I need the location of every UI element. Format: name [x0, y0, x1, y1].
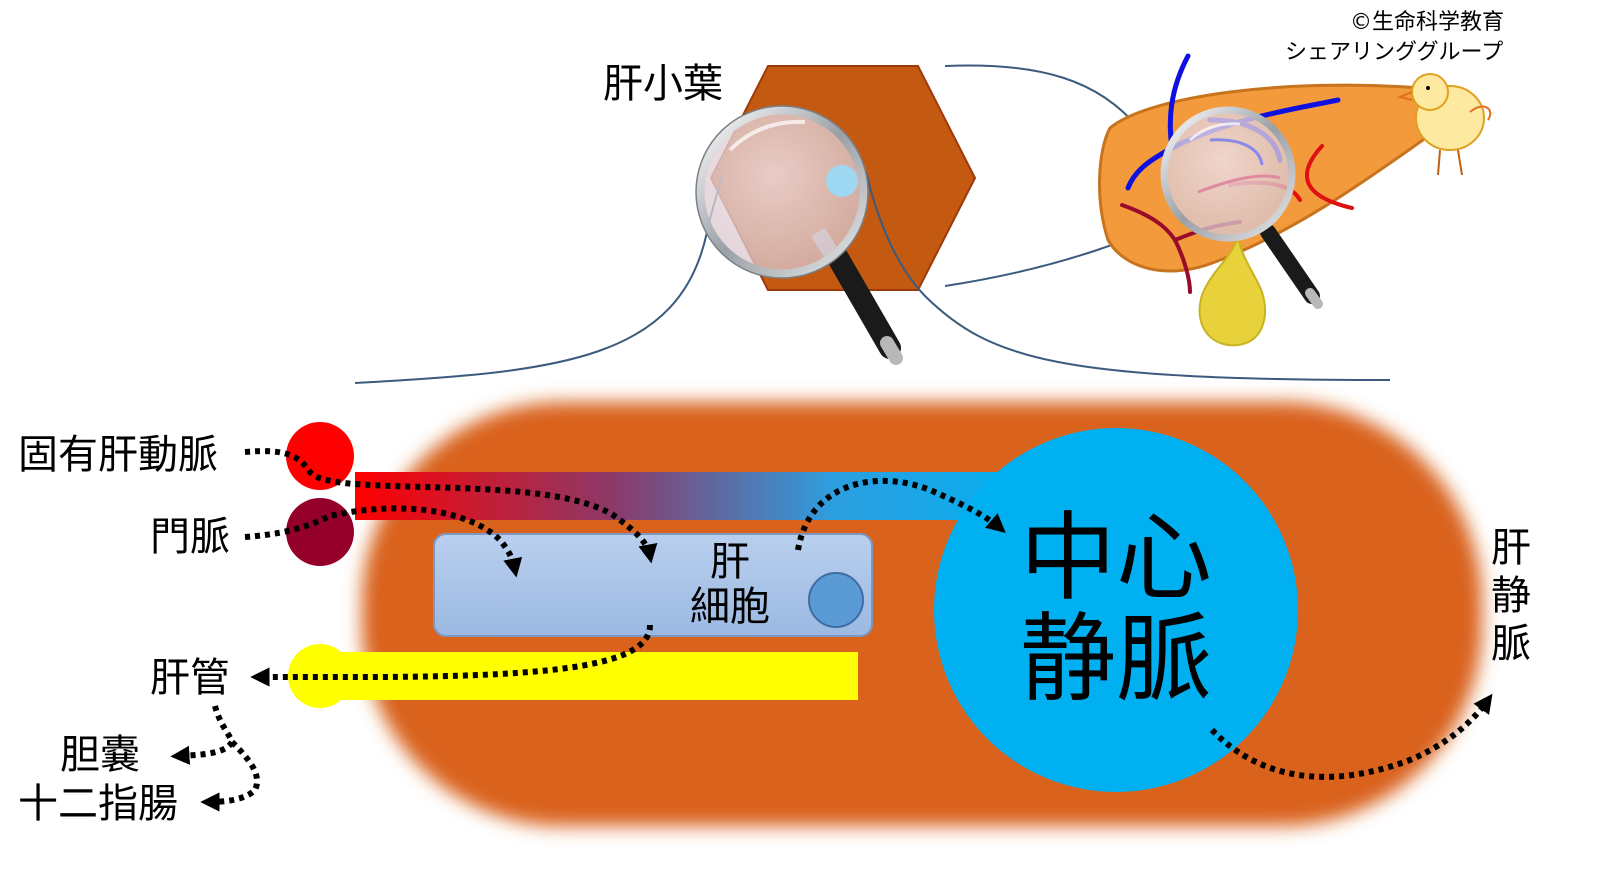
portal-vein-circle [286, 498, 354, 566]
bile-duct-end [288, 644, 352, 708]
label-proper-hepatic-artery: 固有肝動脈 [18, 432, 218, 478]
label-central-vein-line-2: 静脈 [1020, 602, 1212, 715]
label-hepatocyte-line-2: 細胞 [690, 583, 770, 630]
hepatocyte-nucleus [808, 572, 864, 628]
label-hepatic-vein-char-2: 静 [1491, 573, 1531, 619]
label-duodenum: 十二指腸 [18, 781, 178, 827]
label-portal-vein: 門脈 [150, 514, 230, 560]
magnifier-icon [695, 105, 903, 365]
label-hepatic-duct: 肝管 [150, 655, 230, 701]
copyright-line-2: シェアリンググループ [1285, 40, 1504, 65]
bile-duct-bar [320, 652, 858, 700]
label-hepatic-vein: 肝 静 脈 [1486, 524, 1536, 668]
chick-icon [1396, 73, 1492, 176]
hepatocyte-cell [433, 533, 873, 637]
central-vein [934, 428, 1298, 792]
hepatic-artery-circle [286, 422, 354, 490]
label-hepatocyte-line-1: 肝 [710, 539, 750, 585]
flow-arrows [170, 448, 1493, 812]
label-lobule: 肝小葉 [603, 61, 723, 107]
copyright-line-1: ©生命科学教育 [1350, 10, 1505, 35]
label-hepatic-vein-char-3: 脈 [1491, 621, 1531, 667]
liver-organ [1098, 53, 1492, 347]
sinusoid-band [355, 472, 1040, 520]
magnifier-icon [1160, 106, 1323, 309]
label-hepatocyte: 肝 細胞 [680, 540, 780, 630]
label-central-vein: 中心 静脈 [1016, 508, 1216, 710]
label-gallbladder: 胆嚢 [60, 732, 140, 778]
label-hepatic-vein-char-1: 肝 [1491, 525, 1531, 571]
label-central-vein-line-1: 中心 [1020, 502, 1212, 614]
